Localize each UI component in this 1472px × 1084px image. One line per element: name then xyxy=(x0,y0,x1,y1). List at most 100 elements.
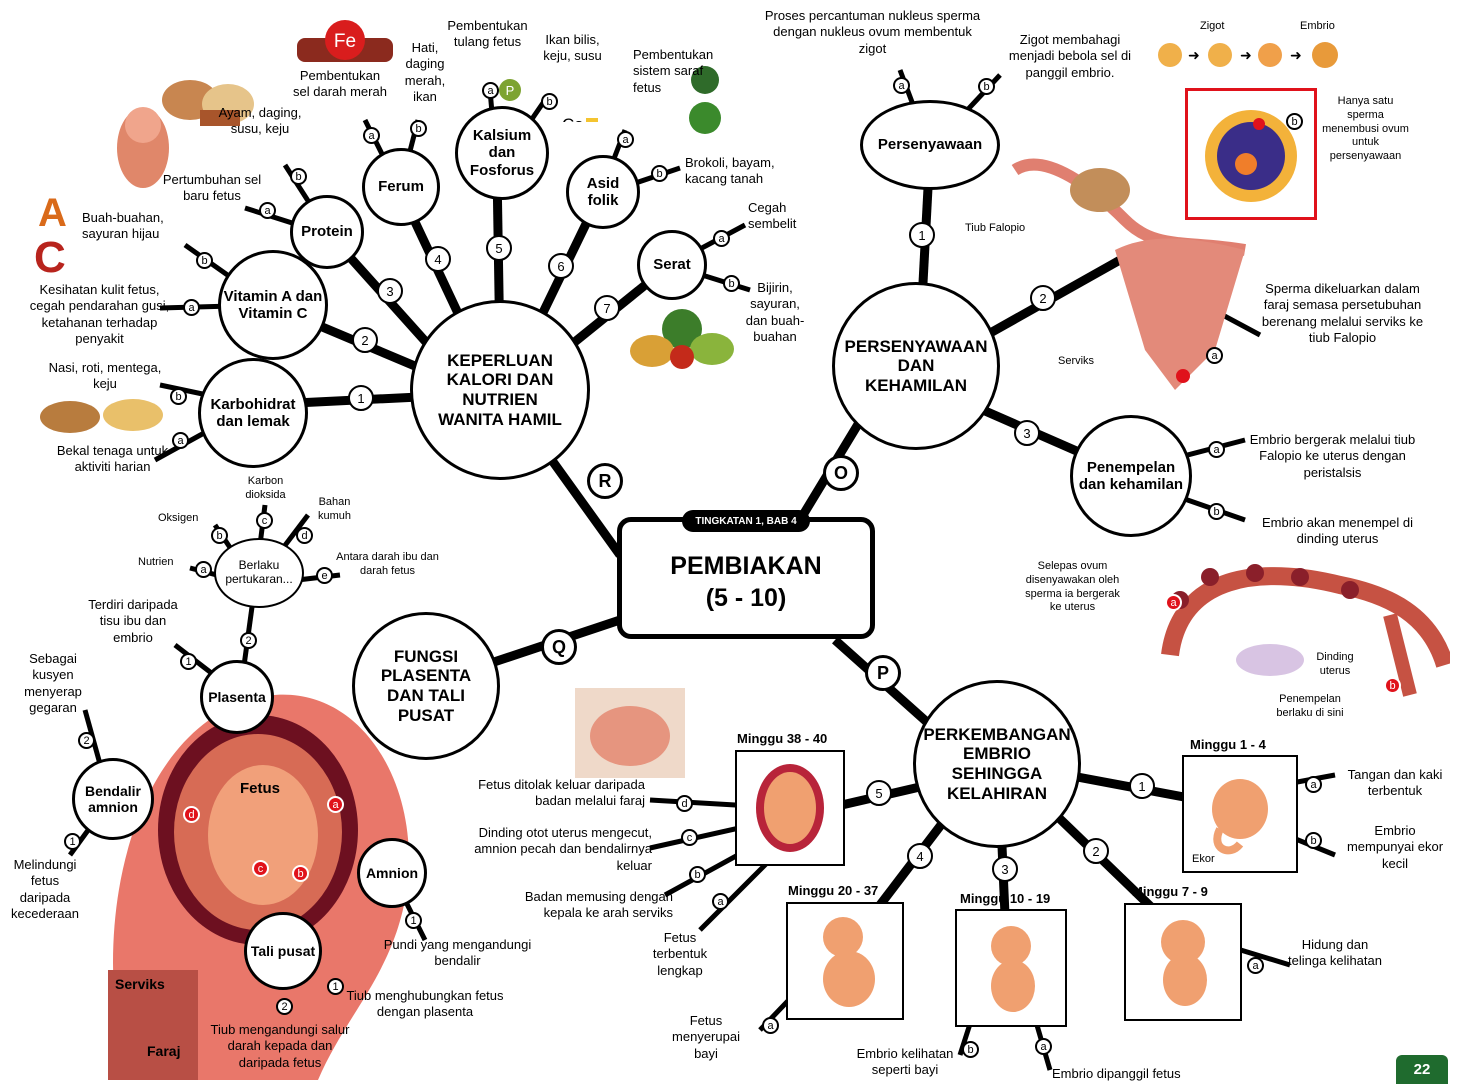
branch-r-node: KEPERLUAN KALORI DAN NUTRIEN WANITA HAMI… xyxy=(410,300,590,480)
tag-b: b xyxy=(723,275,740,292)
tag-2: 2 xyxy=(78,732,95,749)
tag-b: b xyxy=(290,168,307,185)
tag-1: 1 xyxy=(64,833,81,850)
number-tag-4: 4 xyxy=(907,843,933,869)
week-20-37-label: Minggu 20 - 37 xyxy=(788,883,878,898)
tali-1-text: Tiub menghubungkan fetus dengan plasenta xyxy=(345,988,505,1021)
number-tag-1: 1 xyxy=(1129,773,1155,799)
ovum-illustration xyxy=(1191,94,1311,214)
tag-d: d xyxy=(183,806,200,823)
tag-a: a xyxy=(617,131,634,148)
serat-b-text: Bijirin, sayuran, dan buah-buahan xyxy=(740,280,810,345)
number-tag-5: 5 xyxy=(866,780,892,806)
fetus-illustration xyxy=(971,918,1051,1018)
pertukaran-node: Berlaku pertukaran... xyxy=(214,538,304,608)
protein-node: Protein xyxy=(290,195,364,269)
embryo-illustration xyxy=(1200,769,1280,859)
number-tag-2: 2 xyxy=(352,327,378,353)
center-range: (5 - 10) xyxy=(622,584,870,613)
vitamin-a-letter: A xyxy=(38,191,67,235)
week-38-b-text: Badan memusing dengan kepala ke arah ser… xyxy=(488,889,673,922)
week-1-a-text: Tangan dan kaki terbentuk xyxy=(1335,767,1455,800)
svg-text:➜: ➜ xyxy=(1188,47,1200,63)
tag-e: e xyxy=(316,567,333,584)
number-tag-2: 2 xyxy=(1083,838,1109,864)
asid-folik-node: Asid folik xyxy=(566,155,640,229)
faraj-label: Faraj xyxy=(147,1043,180,1061)
tag-a: a xyxy=(712,893,729,910)
tag-a: a xyxy=(762,1017,779,1034)
tag-b: b xyxy=(170,388,187,405)
asid-folik-b-text: Brokoli, bayam, kacang tanah xyxy=(685,155,795,188)
branch-r-letter: R xyxy=(587,463,623,499)
ca-label: Ca xyxy=(562,115,584,122)
fetus-label: Fetus xyxy=(240,780,280,799)
number-tag-6: 6 xyxy=(548,253,574,279)
amnion-node: Amnion xyxy=(357,838,427,908)
inset-b-text: Hanya satu sperma menembusi ovum untuk p… xyxy=(1318,95,1413,164)
kalsium-b-text: Ikan bilis, keju, susu xyxy=(535,32,610,65)
ferum-a-text: Pembentukan sel darah merah xyxy=(290,68,390,101)
fetus-illustration xyxy=(805,911,885,1011)
tag-a: a xyxy=(327,796,344,813)
karbohidrat-node: Karbohidrat dan lemak xyxy=(198,358,308,468)
dinding-uterus-label: Dinding uterus xyxy=(1305,651,1365,679)
tag-b: b xyxy=(651,165,668,182)
tag-b: b xyxy=(1208,503,1225,520)
week-1-b-text: Embrio mempunyai ekor kecil xyxy=(1340,823,1450,872)
carbohydrate-food-illustration xyxy=(38,395,168,435)
zigot-label: Zigot xyxy=(1200,20,1224,34)
iron-food-illustration: Fe xyxy=(295,18,395,66)
karbon-dioksida-label: Karbon dioksida xyxy=(238,475,293,503)
tag-a: a xyxy=(482,82,499,99)
week-10-19-box xyxy=(955,909,1067,1027)
plasenta-1-text: Terdiri daripada tisu ibu dan embrio xyxy=(88,597,178,646)
tag-c: c xyxy=(252,860,269,877)
branch-o-letter: O xyxy=(823,455,859,491)
bendalir-1-text: Melindungi fetus daripada kecederaan xyxy=(6,857,84,922)
tag-a: a xyxy=(893,77,910,94)
asid-folik-a-text: Pembentukan sistem saraf fetus xyxy=(633,47,728,96)
tag-c: c xyxy=(681,829,698,846)
vitamin-node: Vitamin A dan Vitamin C xyxy=(218,250,328,360)
tag-b: b xyxy=(292,865,309,882)
persenyawaan-node: Persenyawaan xyxy=(860,100,1000,190)
tag-a: a xyxy=(1305,776,1322,793)
vitamin-a-text: Kesihatan kulit fetus, cegah pendarahan … xyxy=(22,282,177,347)
tag-b: b xyxy=(211,527,228,544)
tag-2: 2 xyxy=(276,998,293,1015)
week-7-a-text: Hidung dan telinga kelihatan xyxy=(1285,937,1385,970)
week-38-40-label: Minggu 38 - 40 xyxy=(737,731,827,746)
tag-a: a xyxy=(172,432,189,449)
chapter-badge: TINGKATAN 1, BAB 4 xyxy=(682,510,810,532)
week-10-a-text: Embrio dipanggil fetus xyxy=(1052,1066,1212,1082)
penempelan-node: Penempelan dan kehamilan xyxy=(1070,415,1192,537)
week-1-4-label: Minggu 1 - 4 xyxy=(1190,737,1266,752)
week-38-c-text: Dinding otot uterus mengecut, amnion pec… xyxy=(470,825,652,874)
number-tag-3: 3 xyxy=(1014,420,1040,446)
zygote-sequence-illustration: ➜➜➜ xyxy=(1155,35,1355,75)
tag-b: b xyxy=(1384,677,1401,694)
tag-b: b xyxy=(541,93,558,110)
tag-d: d xyxy=(676,795,693,812)
bendalir-amnion-node: Bendalir amnion xyxy=(72,758,154,840)
ferum-node: Ferum xyxy=(362,148,440,226)
svg-text:➜: ➜ xyxy=(1240,47,1252,63)
fe-label: Fe xyxy=(334,31,356,52)
embryo-illustration xyxy=(1143,912,1223,1012)
tag-1: 1 xyxy=(180,653,197,670)
tiub-falopio-label: Tiub Falopio xyxy=(965,222,1025,236)
tali-pusat-node: Tali pusat xyxy=(244,912,322,990)
branch-o-node: PERSENYAWAAN DAN KEHAMILAN xyxy=(832,282,1000,450)
page-number: 22 xyxy=(1396,1055,1448,1084)
oksigen-label: Oksigen xyxy=(158,512,198,526)
tag-a: a xyxy=(1208,441,1225,458)
fiber-food-illustration xyxy=(622,305,742,370)
tag-a: a xyxy=(259,202,276,219)
tag-2: 2 xyxy=(240,632,257,649)
week-20-a-text: Fetus menyerupai bayi xyxy=(660,1013,752,1062)
fertilisation-inset xyxy=(1185,88,1317,220)
tag-a: a xyxy=(183,299,200,316)
tag-b: b xyxy=(1305,832,1322,849)
tag-b: b xyxy=(1286,113,1303,130)
